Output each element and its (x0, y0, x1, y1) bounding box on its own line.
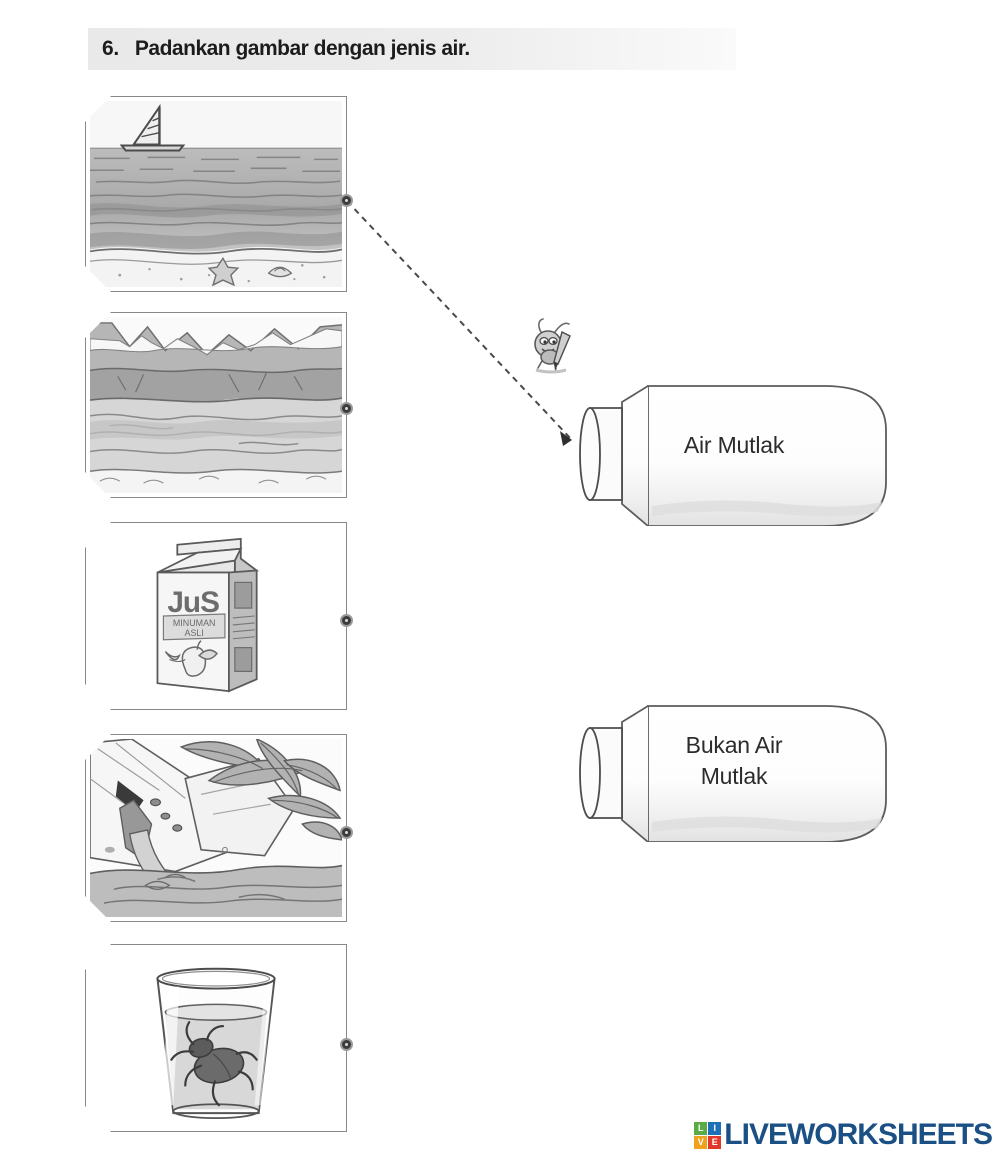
picture-sea-artwork (90, 101, 342, 287)
logo-square-l: L (694, 1121, 708, 1135)
connector-dot-picture-4[interactable] (340, 826, 353, 839)
connector-dot-picture-5[interactable] (340, 1038, 353, 1051)
picture-lake-artwork (90, 317, 342, 493)
picture-waterfall[interactable] (85, 734, 347, 922)
liveworksheets-wordmark: LIVEWORKSHEETS (724, 1118, 993, 1151)
picture-juice-artwork: JuS MINUMAN ASLI (90, 527, 342, 705)
juice-subtext-line2: ASLI (185, 628, 204, 638)
answer-bukan-air-mutlak[interactable]: Bukan Air Mutlak (556, 700, 888, 842)
picture-glass-insect[interactable] (85, 944, 347, 1132)
connector-dot-picture-3[interactable] (340, 614, 353, 627)
picture-juice-carton[interactable]: JuS MINUMAN ASLI (85, 522, 347, 710)
connector-dot-picture-2[interactable] (340, 402, 353, 415)
logo-square-i: I (708, 1121, 722, 1135)
picture-glass-artwork (90, 949, 342, 1127)
picture-waterfall-artwork (90, 739, 342, 917)
question-heading: 6. Padankan gambar dengan jenis air. (88, 28, 736, 70)
question-number: 6. (102, 37, 119, 60)
answer-air-mutlak[interactable]: Air Mutlak (556, 378, 888, 526)
logo-square-v: V (694, 1135, 708, 1149)
liveworksheets-brand[interactable]: L I V E LIVEWORKSHEETS (694, 1118, 993, 1152)
picture-lake-mountains[interactable] (85, 312, 347, 498)
bug-mascot-icon (524, 316, 580, 380)
connector-dot-picture-1[interactable] (340, 194, 353, 207)
logo-square-e: E (708, 1135, 722, 1149)
juice-brand-text: JuS (167, 586, 219, 619)
juice-subtext-line1: MINUMAN (173, 618, 216, 628)
liveworksheets-logo-icon: L I V E (694, 1121, 722, 1149)
picture-sea-sailboat[interactable] (85, 96, 347, 292)
question-text: Padankan gambar dengan jenis air. (134, 37, 470, 60)
